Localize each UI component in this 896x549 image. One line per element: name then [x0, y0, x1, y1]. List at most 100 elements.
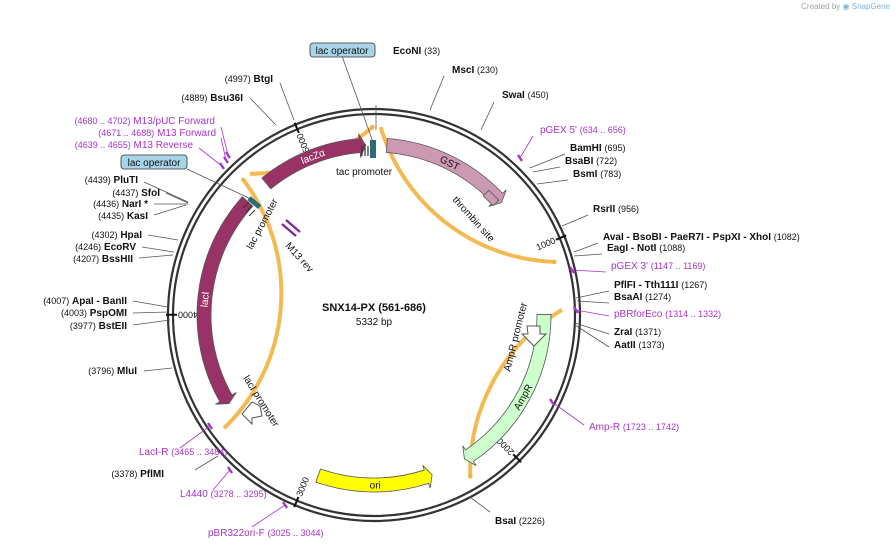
site-name-bsteii: BstEII: [99, 321, 128, 332]
site-leader-pgex3: [571, 269, 607, 273]
site-position-zrai: (1371): [635, 327, 661, 337]
lac-operator-callouts: lac operator lac operator: [120, 42, 376, 201]
site-position-pgex3: (1147 .. 1169): [651, 261, 706, 271]
site-position-nari: (4436): [93, 199, 119, 209]
site-name-bsmi: BsmI: [573, 169, 598, 180]
site-leader-amp-r: [551, 401, 585, 426]
site-name-econi: EcoNI: [393, 46, 422, 57]
site-name-pflmi: PflMI: [140, 469, 164, 480]
site-name-bsu36i: Bsu36I: [210, 93, 243, 104]
site-leader-laci-r: [179, 425, 211, 449]
site-label-btgi: (4997) BtgI: [225, 74, 273, 85]
site-leader-swai: [480, 101, 495, 131]
site-leader-m13rev: [198, 147, 223, 167]
site-label-pgex5: pGEX 5' (634 .. 656): [540, 125, 626, 136]
plasmid-length: 5332 bp: [356, 317, 393, 328]
site-position-amp-r: (1723 .. 1742): [623, 422, 679, 432]
tac-promoter-mark: [361, 144, 369, 156]
site-leader-msci: [429, 75, 445, 111]
orf-band: [378, 126, 555, 264]
site-name-bsaai: BsaAI: [614, 292, 643, 303]
site-name-nari: NarI *: [122, 199, 148, 210]
site-name-pgex5: pGEX 5': [540, 125, 577, 136]
site-position-pflfi: (1267): [681, 280, 707, 290]
lac-operator-mark-top: [370, 140, 376, 158]
site-name-pgex3: pGEX 3': [611, 261, 648, 272]
site-label-pbrforeco: pBRforEco (1314 .. 1332): [614, 309, 721, 320]
site-name-hpai: HpaI: [120, 230, 142, 241]
tick-mark: [555, 234, 567, 241]
primer-mark-m13fwd: [223, 156, 229, 164]
site-position-ava-group: (1082): [774, 232, 800, 242]
site-leader-bsu36i: [249, 97, 277, 126]
site-position-bsaai: (1274): [645, 292, 671, 302]
primer-mark-pbr322ori: [282, 501, 288, 509]
site-position-msci: (230): [477, 65, 498, 75]
site-leader-pluti: [143, 181, 189, 203]
site-name-rsrii: RsrII: [593, 204, 615, 215]
site-label-m13rev: (4639 .. 4655) M13 Reverse: [75, 140, 194, 151]
site-leader-sfoi: [165, 192, 189, 204]
site-name-sfoi: SfoI: [141, 188, 160, 199]
primer-mark-m13puc: [225, 151, 231, 159]
site-name-aatii: AatII: [614, 340, 636, 351]
site-label-apa-ban: (4007) ApaI - BanII: [43, 296, 127, 307]
laci-promoter-arrow: [241, 401, 263, 426]
primer-mark-pbrforeco: [573, 306, 579, 314]
feature-label: lacI: [200, 291, 212, 308]
plasmid-name: SNX14-PX (561-686): [322, 302, 426, 314]
tac-promoter-label: tac promoter: [336, 167, 393, 178]
site-label-bsshii: (4207) BssHII: [73, 254, 133, 265]
site-leader-bsteii: [132, 319, 171, 326]
m13-rev-label: M13 rev: [283, 241, 315, 275]
site-leader-l4440: [212, 469, 231, 491]
site-position-laci-r: (3465 .. 3484): [171, 447, 227, 457]
site-position-psp: (4003): [61, 308, 87, 318]
site-label-bamhi: BamHI (695): [570, 143, 625, 154]
site-label-psp: (4003) PspOMI: [61, 308, 127, 319]
site-leader-pbr322ori: [251, 504, 286, 528]
site-leader-lines: [132, 75, 610, 528]
m13-rev-mark: [281, 219, 301, 237]
site-name-swai: SwaI: [502, 90, 525, 101]
site-position-eag-not: (1088): [659, 243, 685, 253]
site-position-pbr322ori: (3025 .. 3044): [267, 528, 323, 538]
site-label-bsai: BsaI (2226): [495, 516, 545, 527]
site-position-sfoi: (4437): [112, 188, 138, 198]
primer-mark-pgex3: [569, 266, 575, 274]
site-leader-bsshii: [138, 254, 174, 259]
site-name-m13fwd: M13 Forward: [157, 128, 216, 139]
primer-mark-amp-r: [549, 398, 555, 406]
site-name-pluti: PluTI: [114, 175, 139, 186]
site-position-mlui: (3796): [88, 366, 114, 376]
brand-created-by: Created by: [801, 2, 841, 11]
site-position-m13fwd: (4671 .. 4688): [98, 128, 154, 138]
site-leader-aatii: [574, 324, 610, 348]
site-label-swai: SwaI (450): [502, 90, 549, 101]
site-label-sfoi: (4437) SfoI: [112, 188, 160, 199]
site-name-mlui: MluI: [117, 366, 137, 377]
lac-operator-left-box: [120, 154, 188, 170]
tick-label: 4000: [178, 310, 198, 320]
site-leader-pflmi: [194, 455, 219, 471]
site-leader-bsaai: [576, 300, 610, 304]
site-label-msci: MscI (230): [452, 65, 498, 76]
site-label-amp-r: Amp-R (1723 .. 1742): [589, 422, 679, 433]
site-label-nari: (4436) NarI *: [93, 199, 148, 210]
primer-mark-laci-r: [207, 422, 213, 430]
site-leader-pflfi: [575, 290, 610, 299]
ampr-promoter-arrow: [520, 325, 548, 347]
orf-band: [222, 178, 284, 430]
site-leader-btgi: [279, 82, 295, 121]
feature-arrow-laci: [196, 196, 254, 405]
site-position-swai: (450): [528, 90, 549, 100]
site-leader-bsmi: [536, 179, 569, 185]
site-leader-rsrii: [561, 214, 589, 227]
site-position-btgi: (4997): [225, 74, 251, 84]
site-position-bsai: (2226): [519, 516, 545, 526]
site-label-pluti: (4439) PluTI: [85, 175, 138, 186]
site-name-amp-r: Amp-R: [589, 422, 620, 433]
site-name-eag-not: EagI - NotI: [607, 243, 657, 254]
orf-band-end: [241, 177, 246, 183]
site-position-bsu36i: (4889): [181, 93, 207, 103]
